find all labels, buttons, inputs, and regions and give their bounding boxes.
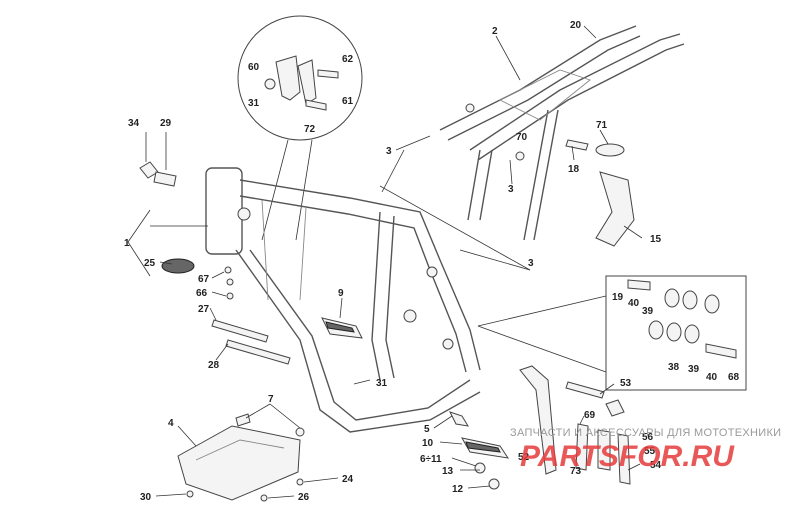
rubber-bumpers-detail [477,275,747,391]
main-frame [205,167,481,433]
leader-lines [127,25,643,499]
callout-71: 71 [596,120,608,131]
callout-18: 18 [568,164,580,175]
callout-39b: 39 [688,364,700,375]
rear-subframe [439,25,685,241]
callout-4: 4 [168,418,174,429]
callout-12: 12 [452,484,464,495]
callout-40a: 40 [628,298,640,309]
callout-53: 53 [620,378,632,389]
callout-labels: 20 2 60 62 31 61 72 34 29 3 70 3 71 18 1… [124,20,740,503]
callout-56: 56 [642,432,654,443]
callout-20: 20 [570,20,582,31]
callout-73: 73 [570,466,582,477]
callout-62: 62 [342,54,354,65]
callout-67: 67 [198,274,210,285]
callout-7: 7 [268,394,274,405]
callout-52: 52 [518,452,530,463]
callout-60: 60 [248,62,260,73]
detail-bubble-top [237,15,363,241]
callout-54: 54 [650,460,662,471]
callout-1: 1 [124,238,130,249]
callout-66: 66 [196,288,208,299]
chain-guide [565,139,635,247]
watermark: ЗАПЧАСТИ И АКСЕССУАРЫ ДЛЯ МОТОТЕХНИКИ PA… [510,427,781,473]
callout-15: 15 [650,234,662,245]
callout-5: 5 [424,424,430,435]
callout-70: 70 [516,132,528,143]
watermark-brand: PARTSFOR.RU [520,440,735,473]
callout-3c: 3 [528,258,534,269]
callout-6-11: 6÷11 [420,454,442,465]
callout-3b: 3 [508,184,514,195]
callout-25: 25 [144,258,156,269]
callout-10: 10 [422,438,434,449]
steering-parts [139,161,291,365]
side-stand-assembly [449,365,631,490]
callout-72: 72 [304,124,316,135]
callout-24: 24 [342,474,354,485]
callout-69: 69 [584,410,596,421]
callout-31b: 31 [376,378,388,389]
callout-38: 38 [668,362,680,373]
callout-39a: 39 [642,306,654,317]
callout-61: 61 [342,96,354,107]
callout-31a: 31 [248,98,260,109]
callout-13: 13 [442,466,454,477]
callout-55: 55 [644,446,656,457]
callout-9: 9 [338,288,344,299]
callout-2: 2 [492,26,498,37]
callout-27: 27 [198,304,210,315]
callout-19: 19 [612,292,624,303]
watermark-caption: ЗАПЧАСТИ И АКСЕССУАРЫ ДЛЯ МОТОТЕХНИКИ [510,427,781,439]
callout-34: 34 [128,118,140,129]
callout-30: 30 [140,492,152,503]
callout-40b: 40 [706,372,718,383]
callout-28: 28 [208,360,220,371]
footpeg-left [321,317,363,339]
callout-29: 29 [160,118,172,129]
callout-26: 26 [298,492,310,503]
skid-plate [177,413,305,502]
callout-3a: 3 [386,146,392,157]
callout-68: 68 [728,372,740,383]
